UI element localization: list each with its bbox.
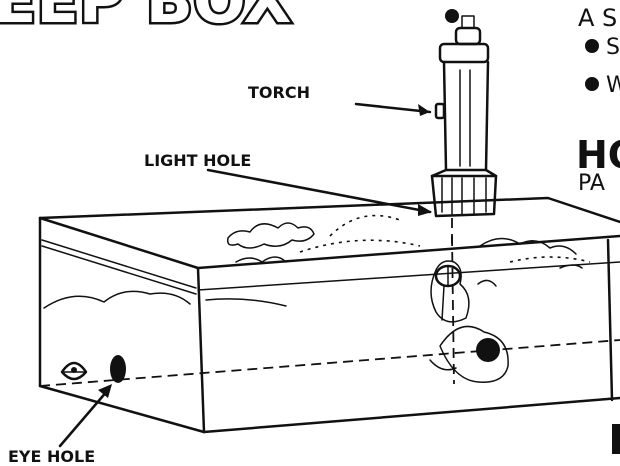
bullet-dot-2	[585, 77, 599, 91]
eye-hole-marker	[60, 355, 126, 383]
bullet-text-2: W	[606, 73, 620, 98]
side-text-1: A S	[578, 4, 617, 32]
scene-figure-head	[476, 338, 500, 362]
side-text-2: PA	[578, 171, 605, 196]
title-dot	[445, 9, 459, 23]
torch-label: TORCH	[248, 83, 310, 102]
eye-hole-label: EYE HOLE	[8, 447, 95, 466]
torch-drawing	[430, 15, 498, 248]
bullet-list: S W	[585, 35, 620, 98]
side-heading: HO	[576, 133, 620, 177]
peep-box	[38, 196, 620, 434]
page-edge-mark	[612, 424, 620, 454]
light-hole-label: LIGHT HOLE	[144, 151, 251, 170]
light-hole-marker	[434, 264, 462, 288]
light-hole-arrow	[206, 168, 432, 216]
eye-hole-arrow	[58, 384, 112, 448]
bullet-dot-1	[585, 39, 599, 53]
bullet-text-1: S	[606, 35, 620, 60]
torch-arrow	[354, 102, 432, 116]
title-text: EEP BOX	[0, 0, 291, 37]
